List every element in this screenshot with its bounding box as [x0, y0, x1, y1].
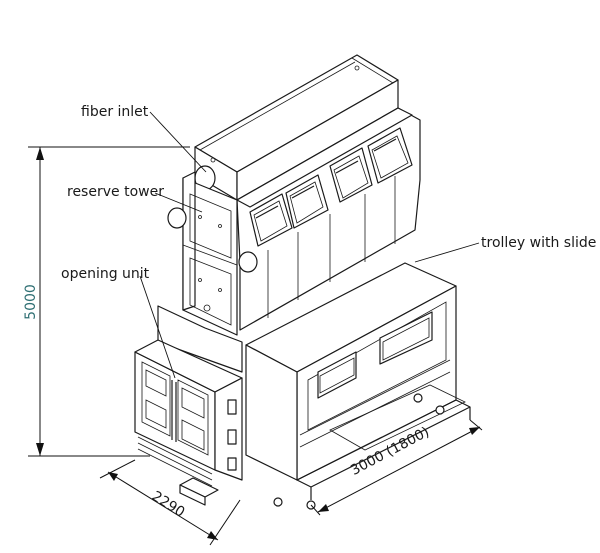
height-dimension-text: 5000	[23, 284, 39, 320]
labels: fiber inlet reserve tower opening unit t…	[61, 104, 596, 379]
reserve-tower	[167, 171, 258, 336]
label-fiber-inlet: fiber inlet	[81, 104, 149, 120]
depth-dimension: 2290	[99, 459, 241, 546]
height-dimension: 5000	[23, 146, 190, 457]
label-reserve-tower: reserve tower	[67, 184, 164, 200]
label-opening-unit: opening unit	[61, 266, 150, 282]
upper-chute	[236, 107, 421, 331]
opening-unit	[134, 305, 243, 506]
top-hood	[194, 54, 399, 201]
trolley	[245, 262, 471, 510]
label-trolley: trolley with slide	[481, 235, 596, 251]
